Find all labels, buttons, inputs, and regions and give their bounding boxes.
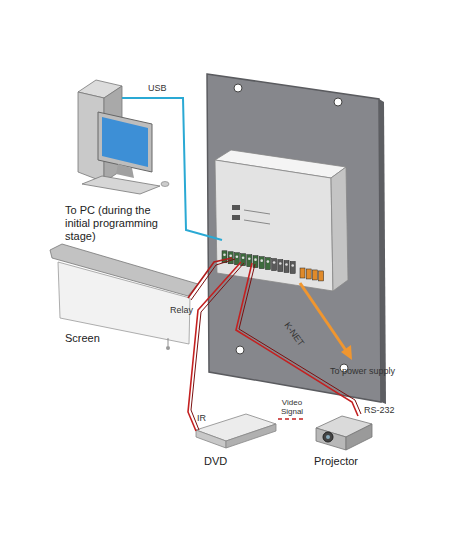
box-marking	[232, 205, 240, 210]
terminal-screw	[229, 254, 232, 257]
device-label: DVD	[204, 455, 227, 468]
projector-side	[346, 424, 372, 450]
projector-front	[316, 428, 346, 450]
ir-wire	[188, 262, 241, 431]
signal-label: USB	[148, 83, 167, 94]
knet-cable	[300, 283, 347, 352]
terminal-screw	[236, 255, 239, 258]
relay-wire	[188, 258, 232, 298]
knet-terminal	[319, 271, 324, 281]
dashed-line	[278, 418, 306, 419]
box-side	[331, 167, 348, 291]
plate-edge	[379, 99, 386, 404]
terminal	[290, 261, 295, 273]
screen-pull-knob	[166, 346, 170, 350]
box-marking	[244, 210, 270, 214]
terminal	[278, 260, 283, 272]
device-label: Projector	[314, 455, 358, 468]
signal-label: RS-232	[364, 405, 395, 416]
projector-lens	[323, 432, 333, 442]
terminal-screw	[291, 264, 294, 267]
terminal-screw	[248, 257, 251, 260]
box-marking	[244, 220, 270, 224]
box-marking	[232, 215, 240, 220]
screen-pull-cord	[168, 338, 169, 346]
terminal	[253, 256, 258, 268]
dvd-side	[226, 424, 276, 448]
screw-hole	[334, 98, 342, 106]
terminal-screw	[267, 260, 270, 263]
monitor-screen	[102, 117, 148, 167]
terminal-screw	[223, 253, 226, 256]
wall-plate	[207, 74, 381, 402]
mouse	[161, 182, 169, 187]
device-label: To PC (during the initial programming st…	[65, 204, 177, 243]
knet-terminal	[300, 268, 305, 278]
device-node: Screen	[48, 244, 198, 350]
dvd-front	[196, 430, 226, 448]
terminal	[222, 251, 227, 263]
edge-label: Video Signal	[276, 398, 308, 416]
screw-hole	[236, 346, 244, 354]
knet-terminal	[306, 269, 311, 279]
signal-label: Relay	[170, 305, 193, 316]
terminal-screw	[273, 261, 276, 264]
projector-lens	[326, 435, 330, 439]
terminal-screw	[285, 263, 288, 266]
screen-housing	[50, 244, 198, 296]
video-signal-link	[278, 419, 306, 420]
device-node: To PC (during the initial programming st…	[62, 70, 187, 245]
terminal	[284, 261, 289, 273]
ir-wire	[191, 263, 244, 430]
terminal	[234, 253, 239, 265]
signal-label: IR	[197, 413, 206, 424]
monitor-stand	[116, 164, 134, 178]
terminal-screw	[260, 259, 263, 262]
terminal-screw	[242, 256, 245, 259]
terminal-screw	[254, 258, 257, 261]
screw-hole	[234, 84, 242, 92]
monitor	[98, 112, 152, 172]
signal-label: To power supply	[330, 366, 395, 377]
rs232-wire	[236, 263, 358, 416]
terminal-screw	[279, 262, 282, 265]
terminal	[272, 259, 277, 271]
device-label: Screen	[65, 332, 100, 345]
terminal	[259, 257, 264, 269]
keyboard	[82, 176, 160, 194]
knet-arrowhead	[341, 345, 352, 360]
rs232-wire	[239, 264, 361, 414]
knet-terminal	[312, 270, 317, 280]
terminal	[265, 258, 270, 270]
